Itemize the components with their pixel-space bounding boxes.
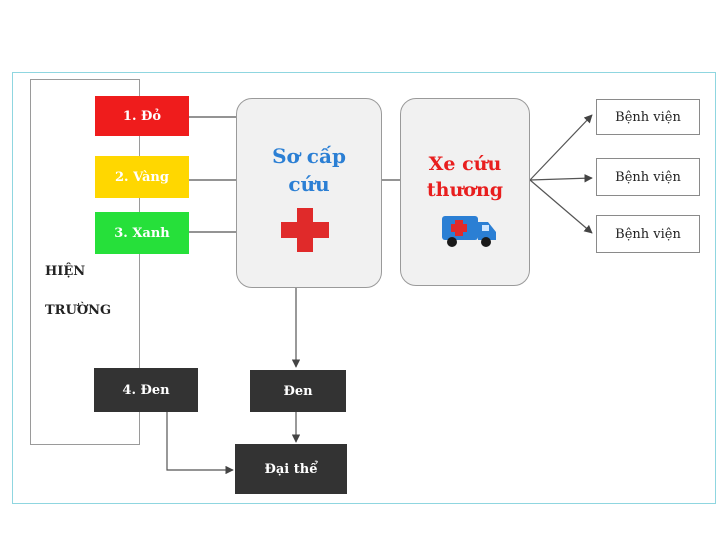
field-label-line2: TRƯỜNG xyxy=(45,303,112,318)
morgue-box: Đại thể xyxy=(235,444,347,494)
triage-black-box: 4. Đen xyxy=(94,368,198,412)
triage-black-label: 4. Đen xyxy=(122,382,170,398)
triage-red-label: 1. Đỏ xyxy=(122,108,162,124)
hospital-label-2: Bệnh viện xyxy=(615,169,681,185)
first-aid-panel xyxy=(236,98,382,288)
triage-green-box: 3. Xanh xyxy=(95,212,189,254)
triage-green-label: 3. Xanh xyxy=(114,225,170,241)
triage-red-box: 1. Đỏ xyxy=(95,96,189,136)
triage-yellow-box: 2. Vàng xyxy=(95,156,189,198)
hospital-label-1: Bệnh viện xyxy=(615,109,681,125)
black-after-aid-label: Đen xyxy=(283,383,313,399)
black-after-aid-box: Đen xyxy=(250,370,346,412)
first-aid-line1: Sơ cấp xyxy=(272,144,346,168)
hospital-box-2: Bệnh viện xyxy=(596,158,700,196)
hospital-box-1: Bệnh viện xyxy=(596,99,700,135)
ambulance-icon xyxy=(442,216,496,247)
first-aid-line2: cứu xyxy=(288,172,330,196)
first-aid-title: Sơ cấp cứu xyxy=(236,140,382,200)
triage-yellow-label: 2. Vàng xyxy=(115,169,169,185)
hospital-box-3: Bệnh viện xyxy=(596,215,700,253)
ambulance-line1: Xe cứu xyxy=(428,153,502,175)
ambulance-panel xyxy=(400,98,530,286)
medical-cross-icon xyxy=(281,208,329,252)
morgue-label: Đại thể xyxy=(264,461,318,477)
field-label-line1: HIỆN xyxy=(45,264,86,279)
arrow-ambulance-to-hospital-1 xyxy=(529,114,593,181)
arrow-field-black-to-morgue xyxy=(166,412,234,475)
hospital-label-3: Bệnh viện xyxy=(615,226,681,242)
arrow-ambulance-to-hospital-2 xyxy=(529,174,593,183)
ambulance-line2: thương xyxy=(426,179,504,201)
arrow-ambulance-to-hospital-3 xyxy=(529,179,593,234)
ambulance-title: Xe cứu thương xyxy=(400,150,530,204)
diagram-frame xyxy=(12,72,716,504)
